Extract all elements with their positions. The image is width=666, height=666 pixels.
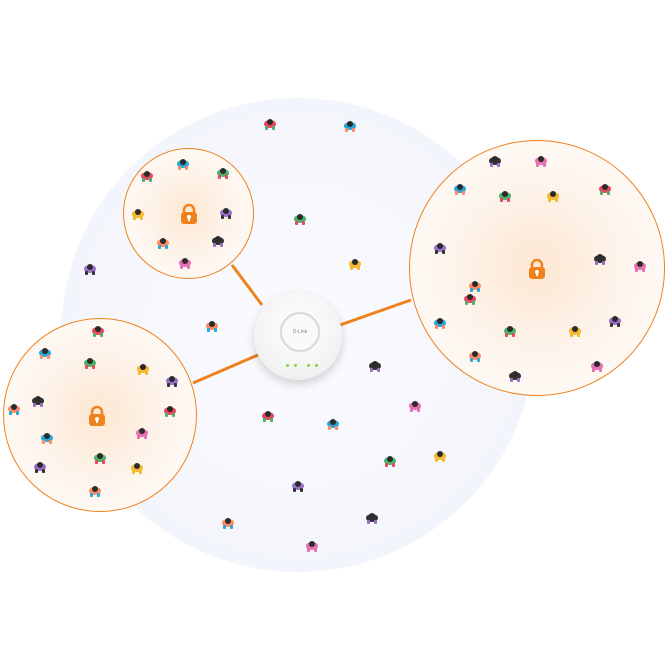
person-icon <box>90 322 106 338</box>
person-icon <box>545 187 561 203</box>
person-icon <box>220 514 236 530</box>
person-icon <box>164 372 180 388</box>
person-icon <box>432 447 448 463</box>
person-icon <box>37 344 53 360</box>
person-icon <box>452 180 468 196</box>
person-icon <box>134 424 150 440</box>
person-icon <box>533 152 549 168</box>
person-icon <box>82 354 98 370</box>
person-icon <box>177 254 193 270</box>
person-icon <box>129 459 145 475</box>
person-icon <box>262 115 278 131</box>
secure-zone-top-left <box>123 148 254 279</box>
person-icon <box>32 458 48 474</box>
person-icon <box>82 260 98 276</box>
person-icon <box>342 117 358 133</box>
lock-icon <box>527 258 547 280</box>
person-icon <box>632 257 648 273</box>
person-icon <box>260 407 276 423</box>
person-icon <box>292 210 308 226</box>
person-icon <box>432 314 448 330</box>
led-indicator <box>286 364 289 367</box>
link-right-zone <box>339 298 412 327</box>
person-icon <box>467 277 483 293</box>
person-icon <box>6 400 22 416</box>
person-icon <box>497 187 513 203</box>
person-icon <box>592 250 608 266</box>
person-icon <box>382 452 398 468</box>
device-logo: D-Link <box>292 329 308 335</box>
person-icon <box>39 429 55 445</box>
link-left-zone <box>192 353 259 385</box>
person-icon <box>462 290 478 306</box>
person-icon <box>607 312 623 328</box>
person-icon <box>30 392 46 408</box>
person-icon <box>507 367 523 383</box>
access-point-device: D-Link <box>254 292 342 380</box>
person-icon <box>290 477 306 493</box>
person-icon <box>502 322 518 338</box>
person-icon <box>325 415 341 431</box>
person-icon <box>597 180 613 196</box>
person-icon <box>467 347 483 363</box>
person-icon <box>87 482 103 498</box>
person-icon <box>175 155 191 171</box>
person-icon <box>162 402 178 418</box>
person-icon <box>347 255 363 271</box>
person-icon <box>135 360 151 376</box>
lock-icon <box>179 203 199 225</box>
person-icon <box>210 232 226 248</box>
led-indicator <box>294 364 297 367</box>
person-icon <box>215 164 231 180</box>
person-icon <box>364 509 380 525</box>
person-icon <box>218 204 234 220</box>
person-icon <box>567 322 583 338</box>
person-icon <box>130 205 146 221</box>
person-icon <box>487 152 503 168</box>
person-icon <box>589 357 605 373</box>
person-icon <box>92 449 108 465</box>
led-indicator <box>315 364 318 367</box>
person-icon <box>407 397 423 413</box>
led-indicator <box>307 364 310 367</box>
person-icon <box>139 167 155 183</box>
person-icon <box>367 357 383 373</box>
person-icon <box>204 317 220 333</box>
link-top-left-zone <box>230 264 264 306</box>
lock-icon <box>87 405 107 427</box>
person-icon <box>432 239 448 255</box>
person-icon <box>155 234 171 250</box>
person-icon <box>304 537 320 553</box>
